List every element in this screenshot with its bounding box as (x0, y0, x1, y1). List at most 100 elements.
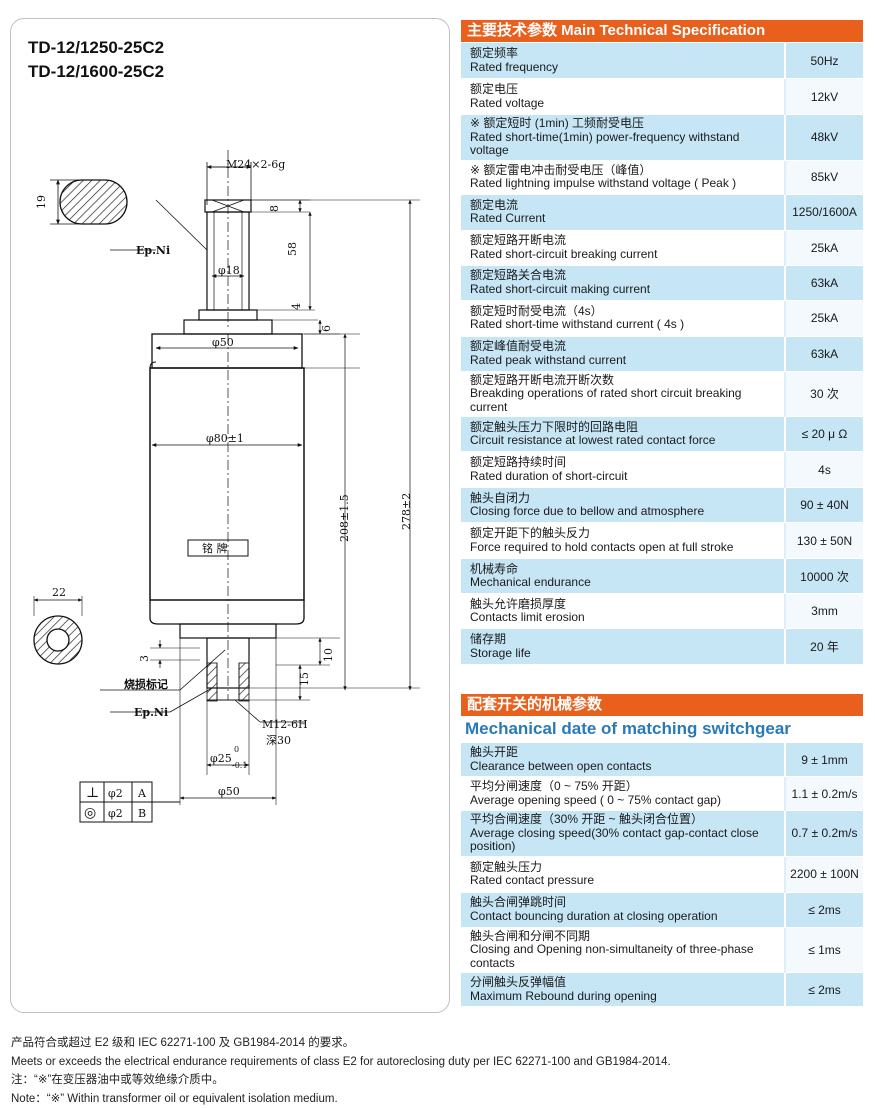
dim-25-tol-upper: 0 (234, 745, 239, 754)
spec-param-en: Rated short-time(1min) power-frequency w… (470, 131, 778, 158)
spec-value: 12kV (785, 79, 863, 115)
spec-param-cn: 触头合闸弹跳时间 (470, 896, 778, 910)
spec-param-en: Breakding operations of rated short circ… (470, 387, 778, 414)
spec-param-en: Contact bouncing duration at closing ope… (470, 910, 778, 924)
spec-param-cn: 额定短路关合电流 (470, 269, 778, 283)
spec-param-cn: 平均分闸速度（0 ~ 75% 开距） (470, 780, 778, 794)
concentricity-icon: ◎ (84, 805, 96, 821)
spec-param-cn: 机械寿命 (470, 563, 778, 577)
note-en-symbol: Note：“※” Within transformer oil or equiv… (11, 1090, 671, 1108)
depth-30-label: 深30 (266, 734, 291, 747)
spec-param-en: Circuit resistance at lowest rated conta… (470, 434, 778, 448)
spec-param-en: Rated peak withstand current (470, 354, 778, 368)
spec-value: 10000 次 (785, 559, 863, 594)
spec-param-cn: 额定短时耐受电流（4s） (470, 305, 778, 319)
bottom-section-view (34, 596, 82, 664)
spec-row: 平均合闸速度（30% 开距 ~ 触头闭合位置）Average closing s… (461, 811, 863, 857)
spec-param-cn: 触头自闭力 (470, 492, 778, 506)
spec-value: ≤ 2ms (785, 892, 863, 927)
dim-15: 15 (298, 672, 311, 686)
m12-thread-label: M12-6H (262, 718, 308, 731)
spec-row: ※ 额定雷电冲击耐受电压（峰值）Rated lightning impulse … (461, 160, 863, 194)
spec-param-cn: 额定峰值耐受电流 (470, 340, 778, 354)
spec-param-cn: 额定电流 (470, 199, 778, 213)
dim-8: 8 (268, 205, 281, 212)
spec-value: 63kA (785, 336, 863, 371)
spec-param-cn: 分闸触头反弹幅值 (470, 976, 778, 990)
spec-param-en: Closing and Opening non-simultaneity of … (470, 943, 778, 970)
spec-param-cn: 触头允许磨损厚度 (470, 598, 778, 612)
spec-param-en: Closing force due to bellow and atmosphe… (470, 505, 778, 519)
dim-4: 4 (290, 303, 303, 310)
mech-spec-subtitle: Mechanical date of matching switchgear (461, 716, 863, 742)
ep-ni-label-bottom: Ep.Ni (134, 706, 168, 719)
spec-param-en: Rated voltage (470, 97, 778, 111)
note-cn-standard: 产品符合或超过 E2 级和 IEC 62271-100 及 GB1984-201… (11, 1034, 671, 1053)
lower-terminal (100, 638, 420, 805)
note-cn-symbol: 注：“※”在变压器油中或等效绝缘介质中。 (11, 1071, 671, 1090)
spec-value: 25kA (785, 230, 863, 265)
dim-278: 278±2 (400, 493, 413, 530)
spec-value: 90 ± 40N (785, 488, 863, 523)
spec-param-cn: 额定短路开断电流 (470, 234, 778, 248)
dim-50-bottom: φ50 (218, 785, 240, 798)
note-en-standard: Meets or exceeds the electrical enduranc… (11, 1053, 671, 1072)
spec-param-en: Rated short-time withstand current ( 4s … (470, 318, 778, 332)
dim-19: 19 (35, 195, 48, 209)
spec-param-en: Rated contact pressure (470, 874, 778, 888)
spec-param-cn: 触头开距 (470, 746, 778, 760)
spec-row: 平均分闸速度（0 ~ 75% 开距）Average opening speed … (461, 777, 863, 811)
spec-param-cn: 触头合闸和分闸不同期 (470, 930, 778, 944)
dim-3: 3 (138, 655, 151, 662)
spec-param-cn: 储存期 (470, 633, 778, 647)
spec-value: 48kV (785, 115, 863, 161)
spec-param: 额定短时耐受电流（4s）Rated short-time withstand c… (461, 300, 785, 336)
top-section-view (50, 180, 127, 224)
spec-value: 1250/1600A (785, 194, 863, 230)
spec-param-en: Contacts limit erosion (470, 611, 778, 625)
spec-param-cn: 额定电压 (470, 83, 778, 97)
spec-value: ≤ 2ms (785, 973, 863, 1007)
spec-param-cn: 额定频率 (470, 47, 778, 61)
upper-stem (110, 150, 272, 334)
mech-spec-section: 配套开关的机械参数 Mechanical date of matching sw… (461, 694, 863, 1007)
spec-param: 平均分闸速度（0 ~ 75% 开距）Average opening speed … (461, 777, 785, 811)
spec-param-en: Rated short-circuit breaking current (470, 248, 778, 262)
spec-param-cn: 额定触头压力 (470, 861, 778, 875)
spec-param-en: Rated frequency (470, 61, 778, 75)
spec-value: 63kA (785, 265, 863, 300)
spec-param-en: Maximum Rebound during opening (470, 990, 778, 1004)
dim-10: 10 (322, 648, 335, 662)
tol-datum-a: A (137, 787, 147, 800)
main-spec-title: 主要技术参数 Main Technical Specification (461, 20, 863, 42)
spec-param-en: Rated Current (470, 212, 778, 226)
tol-datum-b: B (138, 807, 146, 820)
dim-22: 22 (52, 586, 66, 599)
spec-param-en: Force required to hold contacts open at … (470, 541, 778, 555)
spec-value: 9 ± 1mm (785, 743, 863, 777)
